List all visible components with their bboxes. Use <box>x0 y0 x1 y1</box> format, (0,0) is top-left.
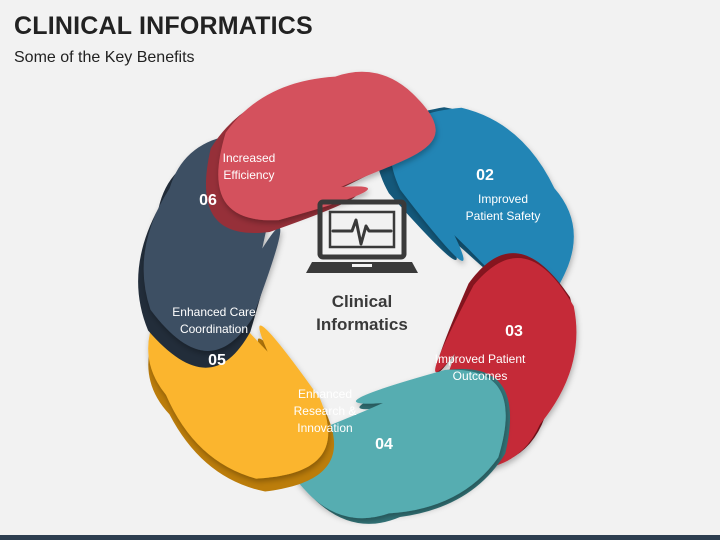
petal-03-text-line-1: Improved Patient <box>435 352 526 366</box>
petal-06-text-line-2: Efficiency <box>223 168 274 182</box>
petal-04-text-line-2: Research & <box>294 404 357 418</box>
petal-05-text-line-2: Coordination <box>180 322 248 336</box>
petal-01-shape <box>390 107 574 303</box>
center-hub: Clinical Informatics <box>306 199 418 334</box>
center-label-line-1: Clinical <box>332 292 392 311</box>
petal-02-number: 02 <box>476 167 494 184</box>
center-label-line-2: Informatics <box>316 315 408 334</box>
petal-06-number: 06 <box>199 192 217 209</box>
petal-04-text-line-1: Enhanced <box>298 387 352 401</box>
page-subtitle: Some of the Key Benefits <box>14 49 195 66</box>
petal-ring: 01BetterPopulationHealth Mgmt.02Improved… <box>138 71 577 524</box>
petal-03-shape <box>288 369 506 519</box>
petal-02-text-line-2: Patient Safety <box>466 209 541 223</box>
laptop-heartbeat-icon <box>306 199 418 273</box>
petal-04-number: 04 <box>375 436 393 453</box>
petal-04-text-line-3: Innovation <box>297 421 352 435</box>
footer-bar <box>0 535 720 540</box>
petal-06-text-line-1: Increased <box>223 151 276 165</box>
petal-03-text-line-2: Outcomes <box>453 369 508 383</box>
petal-02-text-line-1: Improved <box>478 192 528 206</box>
petal-03-number: 03 <box>505 323 523 340</box>
petal-06-shape <box>218 71 436 221</box>
petal-05-text-line-1: Enhanced Care <box>172 305 256 319</box>
petal-05-number: 05 <box>208 352 226 369</box>
page-title: CLINICAL INFORMATICS <box>14 12 313 40</box>
